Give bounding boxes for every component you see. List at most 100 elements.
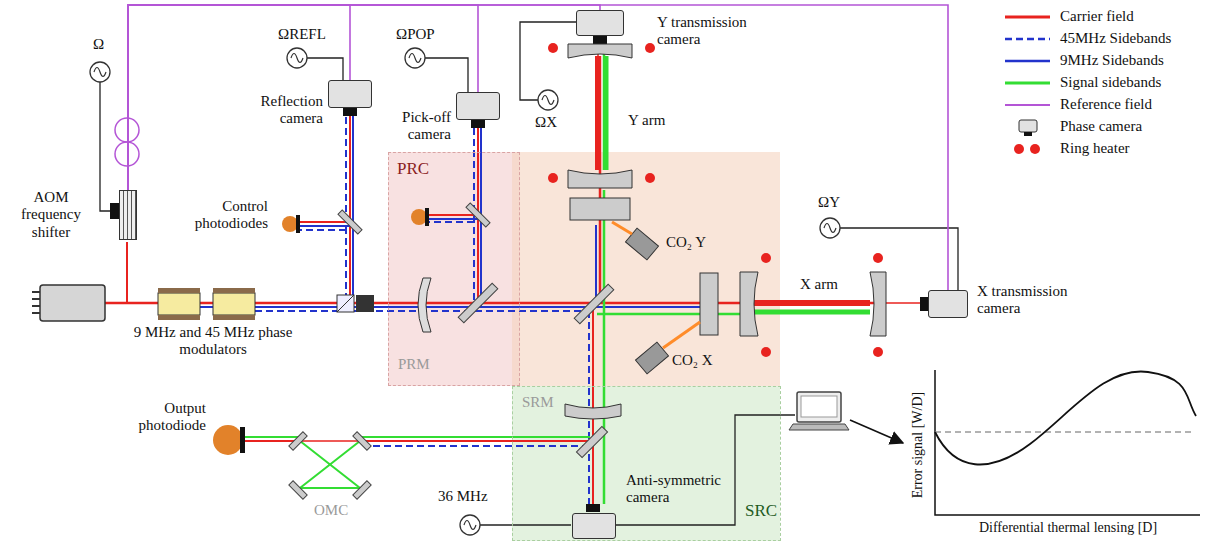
carrier-beam — [592, 303, 594, 504]
oscillator — [90, 62, 110, 82]
signal-beam — [597, 44, 740, 504]
phase-camera: Reflection camera — [328, 80, 372, 108]
camera-lens — [471, 120, 485, 128]
computer-monitor — [797, 392, 841, 422]
legend-dot-sample — [1030, 144, 1040, 154]
error-signal-curve — [935, 371, 1196, 464]
faraday-isolator — [356, 295, 374, 312]
reference-field-line — [128, 5, 600, 190]
part-label: SRM — [522, 394, 554, 411]
zero-line — [935, 431, 1195, 432]
omc-mirror — [353, 432, 371, 450]
rf-wire — [425, 58, 468, 92]
legend-line-sample — [1005, 60, 1050, 63]
camera-label: Anti-symmetric camera — [626, 472, 732, 507]
phase-camera: Anti-symmetric camera — [572, 513, 616, 539]
arm-region-fill — [512, 152, 780, 386]
part-label: Y arm — [628, 112, 665, 129]
rf-wire — [840, 228, 958, 290]
omc-mirror — [289, 432, 307, 450]
photodiode-face — [425, 208, 429, 226]
phase-modulator — [158, 293, 200, 315]
frequency-symbol: ΩX — [535, 114, 557, 131]
phase-camera: X transmission camera — [928, 290, 968, 318]
legend-text: Carrier field — [1060, 8, 1134, 25]
cube-diagonal — [337, 295, 354, 312]
pickoff-mirror — [466, 203, 490, 227]
omc-mirror — [353, 481, 371, 499]
legend-line-sample — [1005, 38, 1050, 41]
ring-heater-dot — [873, 253, 883, 263]
steering-mirror — [576, 426, 607, 457]
control-photodiode — [411, 209, 427, 225]
co2-beam — [663, 322, 700, 348]
frequency-symbol: ΩREFL — [278, 26, 326, 43]
sideband-9mhz-beam — [200, 116, 700, 307]
camera-label: X transmission camera — [977, 283, 1089, 318]
signal-cable — [615, 415, 795, 525]
laser-fins — [32, 292, 40, 313]
ring-heater-dot — [873, 347, 883, 357]
src-fill — [512, 386, 780, 541]
x-end-mirror — [870, 272, 886, 336]
pickoff-mirror — [338, 210, 362, 234]
part-label: CO₂ X — [672, 352, 713, 369]
legend-dot-sample — [1014, 144, 1024, 154]
rf-wire — [520, 22, 576, 100]
legend-line-sample — [1005, 16, 1050, 19]
carrier-beam — [126, 242, 128, 303]
carrier-beam — [595, 56, 601, 170]
frequency-label: 36 MHz — [438, 488, 488, 505]
part-label: 9 MHz and 45 MHz phase modulators — [132, 324, 294, 359]
carrier-beam — [427, 128, 478, 303]
signal-beam — [606, 56, 870, 312]
ring-heater-dot — [645, 43, 655, 53]
region-title: PRC — [397, 159, 429, 179]
compensation-plate — [700, 273, 718, 335]
oscillator — [460, 515, 480, 535]
y-input-mirror — [568, 170, 632, 188]
phase-camera: Pick-off camera — [456, 92, 500, 120]
carrier-beam — [740, 300, 870, 306]
legend-text: Phase camera — [1060, 118, 1142, 135]
laser-source — [40, 285, 105, 321]
ring-heater-dot — [645, 173, 655, 183]
phase-camera: Y transmission camera — [576, 10, 624, 36]
modulator-electrode — [213, 288, 255, 293]
region-title: SRC — [745, 501, 777, 521]
legend-text: Reference field — [1060, 96, 1152, 113]
photodiode-face — [240, 427, 245, 453]
legend-camera-lens — [1024, 132, 1032, 136]
rf-wire — [480, 524, 571, 525]
reference-field-line — [128, 5, 948, 290]
photodiode-face — [296, 215, 300, 233]
part-label: X arm — [800, 276, 838, 293]
modulator-electrode — [158, 315, 200, 320]
omc-mirror — [289, 481, 307, 499]
axis-label: Error signal [W/D] — [910, 380, 926, 510]
reference-field-line — [128, 5, 478, 190]
plot-axes — [935, 370, 1200, 515]
ring-heater-dot — [548, 173, 558, 183]
aom-driver — [110, 203, 119, 219]
part-label: CO₂ Y — [666, 234, 706, 251]
camera-lens — [593, 36, 607, 44]
aom-device: AOM frequency shifter — [119, 190, 137, 240]
legend-text: Ring heater — [1060, 140, 1130, 157]
oscillator — [287, 48, 307, 68]
oscillator — [405, 48, 425, 68]
ring-heaters — [548, 43, 883, 357]
oscillator — [820, 218, 840, 238]
part-label: Output photodiode — [112, 400, 206, 435]
camera-label: Pick-off camera — [393, 109, 451, 144]
x-input-mirror — [740, 272, 758, 336]
rf-wire — [100, 82, 110, 211]
compensation-plate — [570, 198, 630, 220]
omc-beam — [300, 440, 360, 442]
output-photodiode — [213, 425, 243, 455]
co2-beam — [612, 222, 632, 234]
